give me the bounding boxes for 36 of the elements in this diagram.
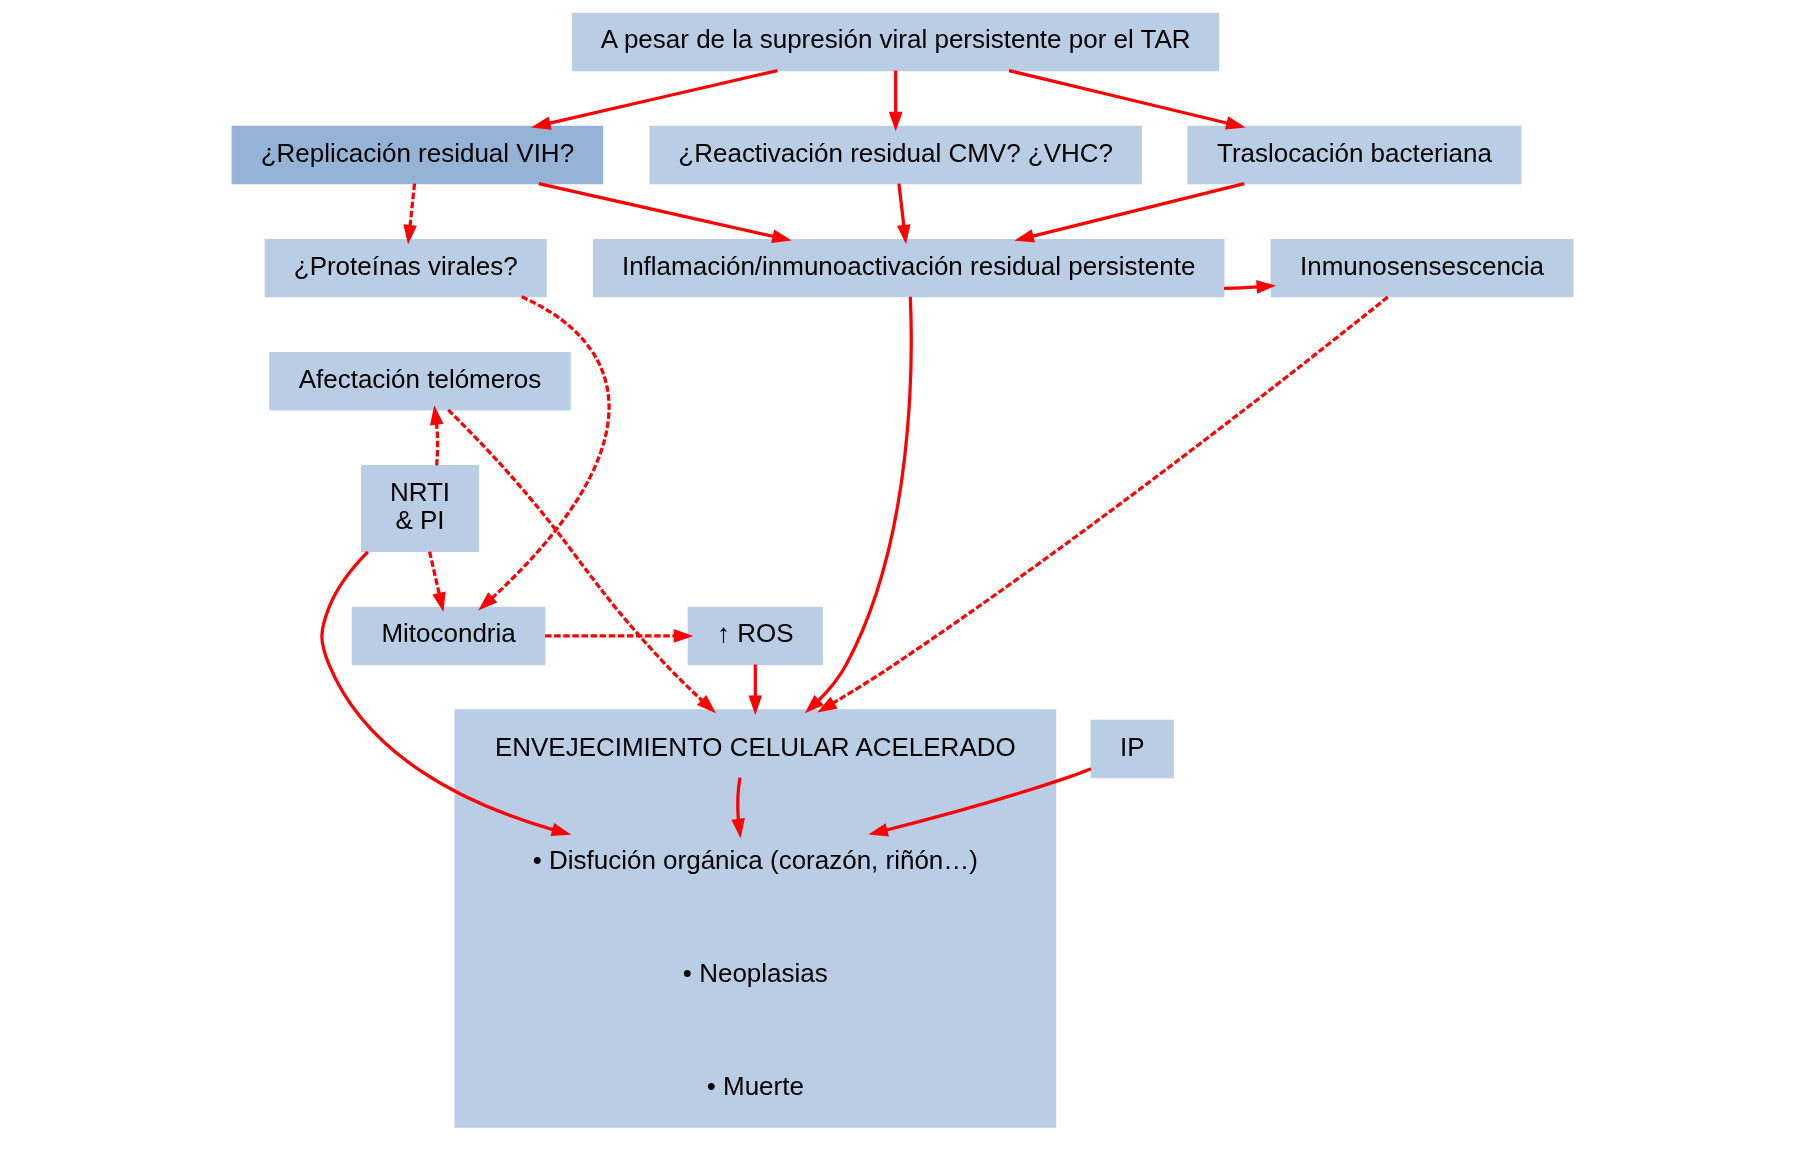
node-box: ¿Proteínas virales? — [264, 238, 547, 298]
arrow — [730, 777, 745, 839]
node-text: • Neoplasias — [682, 957, 828, 988]
arrow — [427, 551, 446, 612]
cluster — [453, 709, 1056, 1128]
node-box: Mitocondria — [351, 606, 545, 666]
arrow — [429, 405, 444, 466]
node-text: • Muerte — [706, 1070, 804, 1101]
node-box: Inmunosensescencia — [1270, 238, 1573, 298]
arrow — [888, 70, 903, 132]
node-box: IP — [1090, 719, 1174, 779]
arrow — [319, 550, 571, 837]
arrow — [747, 664, 762, 715]
node-box: ¿Reactivación residual CMV? ¿VHC? — [648, 125, 1142, 185]
arrow — [896, 183, 911, 245]
arrow — [867, 767, 1092, 837]
arrow — [477, 295, 610, 611]
arrow — [537, 182, 792, 243]
arrow — [1013, 182, 1245, 243]
node-text: • Disfución orgánica (corazón, riñón…) — [532, 844, 978, 875]
node-box: A pesar de la supresión viral persistente por el TAR — [571, 12, 1219, 72]
arrow — [804, 296, 913, 714]
arrow — [1223, 280, 1276, 294]
arrow — [544, 629, 693, 643]
node-box: Traslocación bacteriana — [1186, 125, 1521, 185]
arrow — [1008, 69, 1246, 130]
node-box: ↑ ROS — [687, 606, 823, 666]
node-box: NRTI & PI — [360, 465, 479, 553]
node-box: ¿Replicación residual VIH? — [231, 125, 603, 185]
arrow — [402, 183, 417, 245]
node-box: Inflamación/inmunoactivación residual persistente — [592, 238, 1224, 298]
arrow — [446, 408, 716, 714]
node-box: Afectación telómeros — [268, 351, 571, 411]
node-text: ENVEJECIMIENTO CELULAR ACELERADO — [494, 731, 1016, 762]
arrow — [816, 295, 1389, 713]
arrow — [530, 69, 778, 130]
